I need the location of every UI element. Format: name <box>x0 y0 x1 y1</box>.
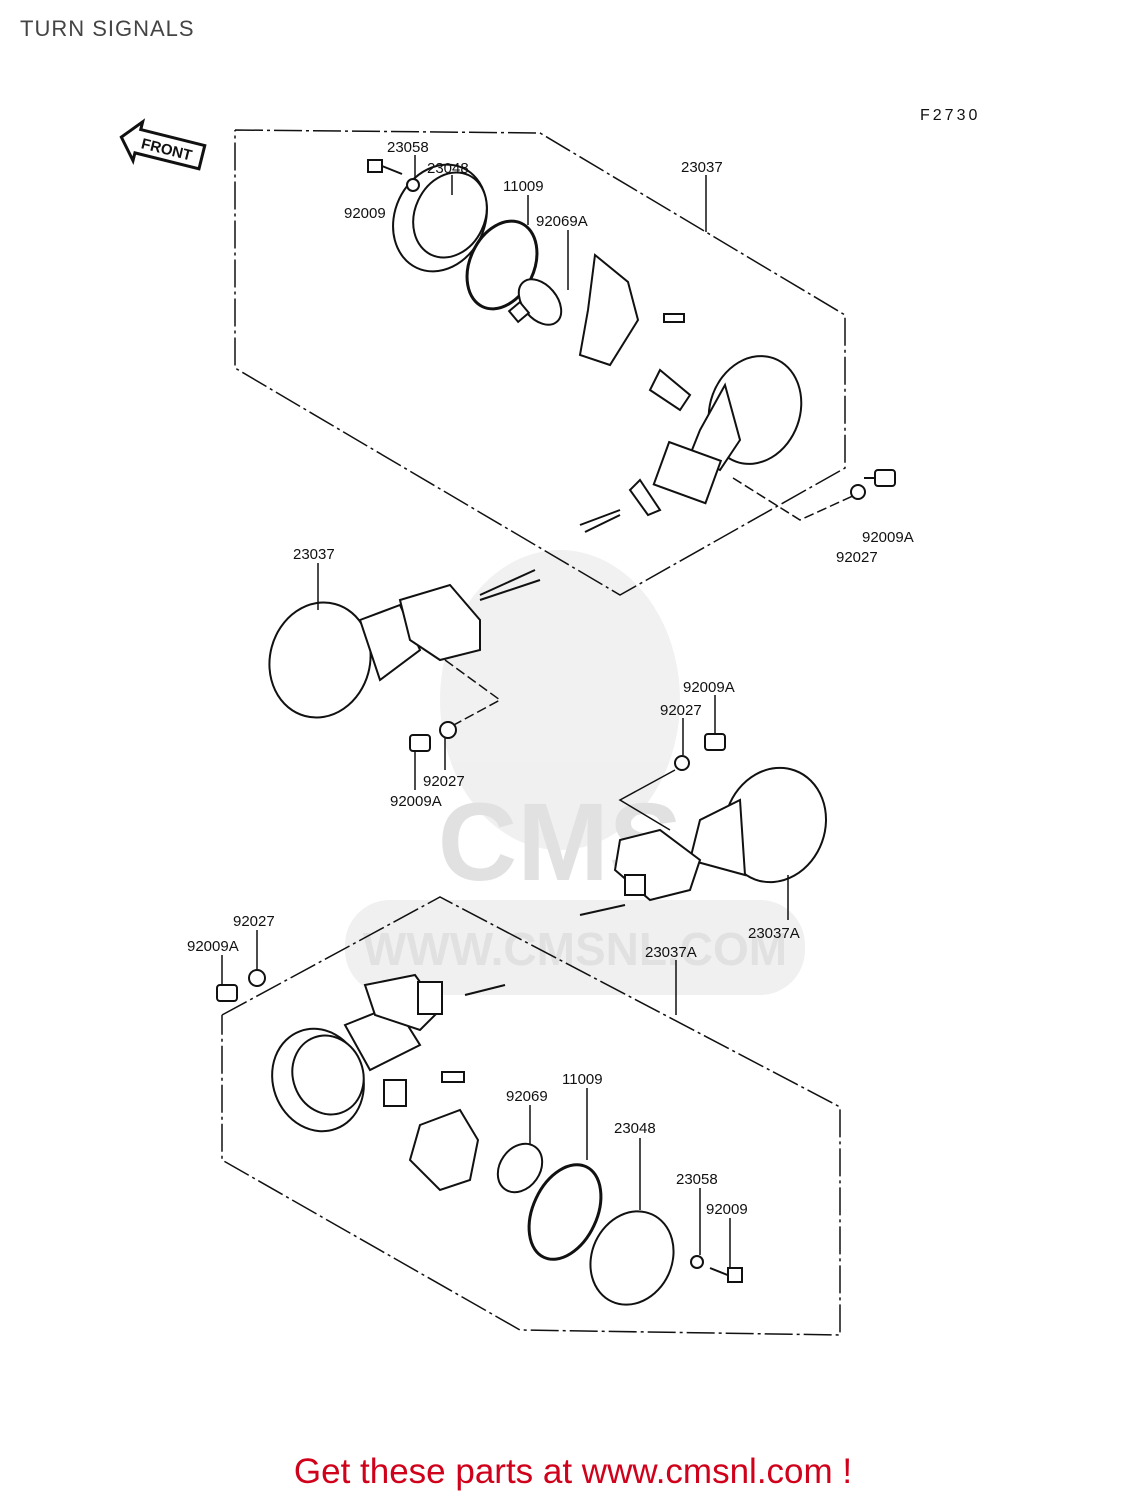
label-92009-upper: 92009 <box>344 205 386 222</box>
lower-screw <box>690 1255 743 1283</box>
watermark: WWW.CMSNL.COM CMS <box>345 550 805 995</box>
lower-left-nut-bolt <box>216 969 266 1002</box>
footer-link[interactable]: Get these parts at www.cmsnl.com ! <box>293 1452 853 1491</box>
leader-lines <box>221 155 789 1268</box>
label-92009-lower: 92009 <box>706 1201 748 1218</box>
assembly-frame-upper <box>234 129 846 596</box>
watermark-url: WWW.CMSNL.COM <box>363 923 787 975</box>
label-92009a-upper: 92009A <box>862 529 914 546</box>
label-92027-lower: 92027 <box>233 913 275 930</box>
label-92027-middle-right: 92027 <box>660 702 702 719</box>
upper-right-nut-bolt <box>850 469 896 500</box>
upper-screw <box>367 159 420 192</box>
label-92027-middle-left: 92027 <box>423 773 465 790</box>
label-23037-middle: 23037 <box>293 546 335 563</box>
middle-left-signal <box>268 569 541 719</box>
label-92009a-lower: 92009A <box>187 938 239 955</box>
label-92009a-middle-left: 92009A <box>390 793 442 810</box>
lower-lens <box>589 1210 675 1306</box>
upper-lens-housing <box>392 163 488 273</box>
label-23037-upper: 23037 <box>681 159 723 176</box>
upper-socket-clip <box>578 253 692 412</box>
label-23037a-middle: 23037A <box>748 925 800 942</box>
footer-promo: Get these parts at www.cmsnl.com ! <box>0 1452 1146 1492</box>
lower-gasket-ring <box>527 1163 603 1261</box>
label-92009a-middle-right: 92009A <box>683 679 735 696</box>
label-92069a-upper: 92069A <box>536 213 588 230</box>
label-92069-lower: 92069 <box>506 1088 548 1105</box>
label-23048-upper: 23048 <box>427 160 469 177</box>
label-11009-upper: 11009 <box>503 178 544 195</box>
lower-socket-clip <box>383 1071 480 1192</box>
upper-bulb <box>507 278 563 326</box>
middle-left-nut-bolt <box>409 721 457 752</box>
assembly-frame-lower <box>221 896 841 1336</box>
middle-right-signal <box>579 766 828 916</box>
page-title: TURN SIGNALS <box>20 16 195 41</box>
lower-bulb <box>496 1142 544 1194</box>
upper-right-signal <box>579 355 803 533</box>
label-11009-lower: 11009 <box>562 1071 603 1088</box>
label-92027-upper: 92027 <box>836 549 878 566</box>
front-arrow: FRONT <box>119 118 207 171</box>
label-23048-lower: 23048 <box>614 1120 656 1137</box>
diagram-code: F2730 <box>920 107 980 124</box>
label-23037a-lower: 23037A <box>645 944 697 961</box>
label-23058-upper: 23058 <box>387 139 429 156</box>
lower-left-signal <box>271 973 506 1133</box>
part-labels: 23058 23048 92009 11009 92069A 23037 920… <box>187 139 914 1218</box>
middle-right-nut-bolt <box>674 733 726 771</box>
label-23058-lower: 23058 <box>676 1171 718 1188</box>
